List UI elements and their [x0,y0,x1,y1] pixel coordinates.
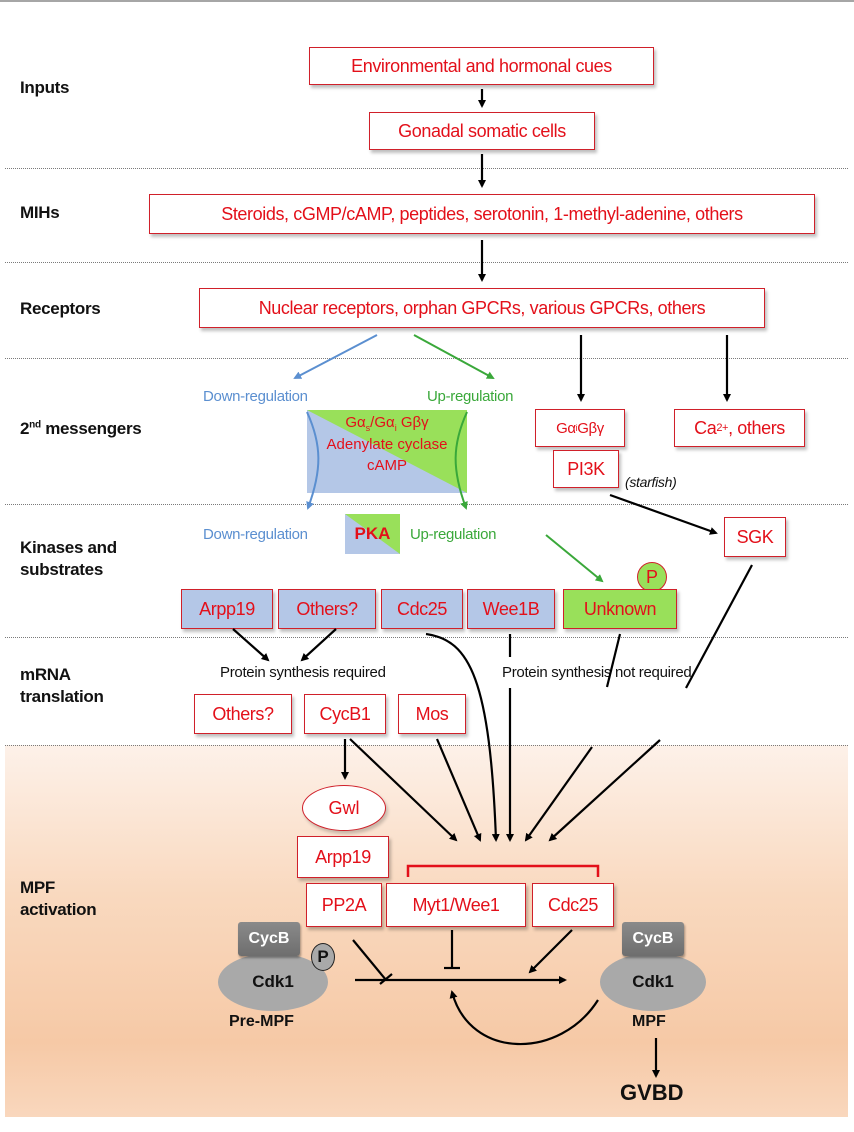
environmental-cues-node: Environmental and hormonal cues [309,47,654,85]
pre-mpf-label: Pre-MPF [229,1013,294,1030]
line-sgk-upper [685,564,753,689]
mihs-node: Steroids, cGMP/cAMP, peptides, serotonin… [149,194,815,234]
arrow-receptors-up-regulation [413,334,495,379]
mpf-activation-background [5,745,848,1117]
pre-mpf-phosphate: P [311,943,335,971]
translated-cycb1: CycB1 [304,694,386,734]
substrate-unknown: Unknown [563,589,677,629]
row-separator [5,745,848,746]
translated-mos: Mos [398,694,466,734]
sgk-node: SGK [724,517,786,557]
row-label-second-messengers: 2nd messengers [20,419,142,438]
pre-mpf-cycb: CycB [238,922,300,956]
translated-others: Others? [194,694,292,734]
myt1-wee1-node: Myt1/Wee1 [386,883,526,927]
row-separator [5,168,848,169]
arpp19-node: Arpp19 [297,836,389,878]
pi3k-node: PI3K [553,450,619,488]
split-fill [345,514,400,554]
pka-node: PKA [345,514,400,554]
pre-mpf-cdk1: Cdk1 [218,953,328,1011]
row-label-inputs: Inputs [20,78,70,97]
pp2a-node: PP2A [306,883,382,927]
row-separator [5,358,848,359]
row-label-receptors: Receptors [20,299,101,318]
row-separator [5,504,848,505]
arrow-pi3k-to-sgk [609,493,718,535]
receptors-node: Nuclear receptors, orphan GPCRs, various… [199,288,765,328]
mpf-label: MPF [632,1013,666,1030]
protein-synthesis-not-required: Protein synthesis not required [502,664,692,681]
row-separator [5,262,848,263]
mpf-cdk1: Cdk1 [600,953,706,1011]
row-separator [5,637,848,638]
split-fill [307,410,467,493]
substrate-arpp19: Arpp19 [181,589,273,629]
down-regulation-label: Down-regulation [203,526,308,543]
arrow-receptors-down-regulation [293,334,378,379]
gvbd-label: GVBD [620,1080,684,1105]
down-regulation-label: Down-regulation [203,388,308,405]
arrow-arpp19-to-synthesis [232,628,270,662]
up-regulation-label: Up-regulation [427,388,514,405]
gwl-node: Gwl [302,785,386,831]
gonadal-somatic-cells-node: Gonadal somatic cells [369,112,595,150]
substrate-others: Others? [278,589,376,629]
arrow-up-regulation-to-unknown [545,534,604,583]
top-border [0,0,854,2]
adenylate-cyclase-node: Gαs/Gαi Gβγ Adenylate cyclase cAMP [307,410,467,493]
g-protein-text: Gαs/Gαi Gβγ [345,414,429,433]
protein-synthesis-required: Protein synthesis required [220,664,386,681]
phosphate-badge: P [637,562,667,592]
mpf-cycb: CycB [622,922,684,956]
substrate-cdc25: Cdc25 [381,589,463,629]
arrow-others-to-synthesis [300,628,337,662]
cdc25-node: Cdc25 [532,883,614,927]
up-regulation-label: Up-regulation [410,526,497,543]
camp-text: cAMP [366,457,407,474]
row-label-mihs: MIHs [20,203,60,222]
substrate-wee1b: Wee1B [467,589,555,629]
pka-text: PKA [354,524,391,543]
starfish-note: (starfish) [625,474,677,490]
adenylate-cyclase-text: Adenylate cyclase [326,436,448,453]
